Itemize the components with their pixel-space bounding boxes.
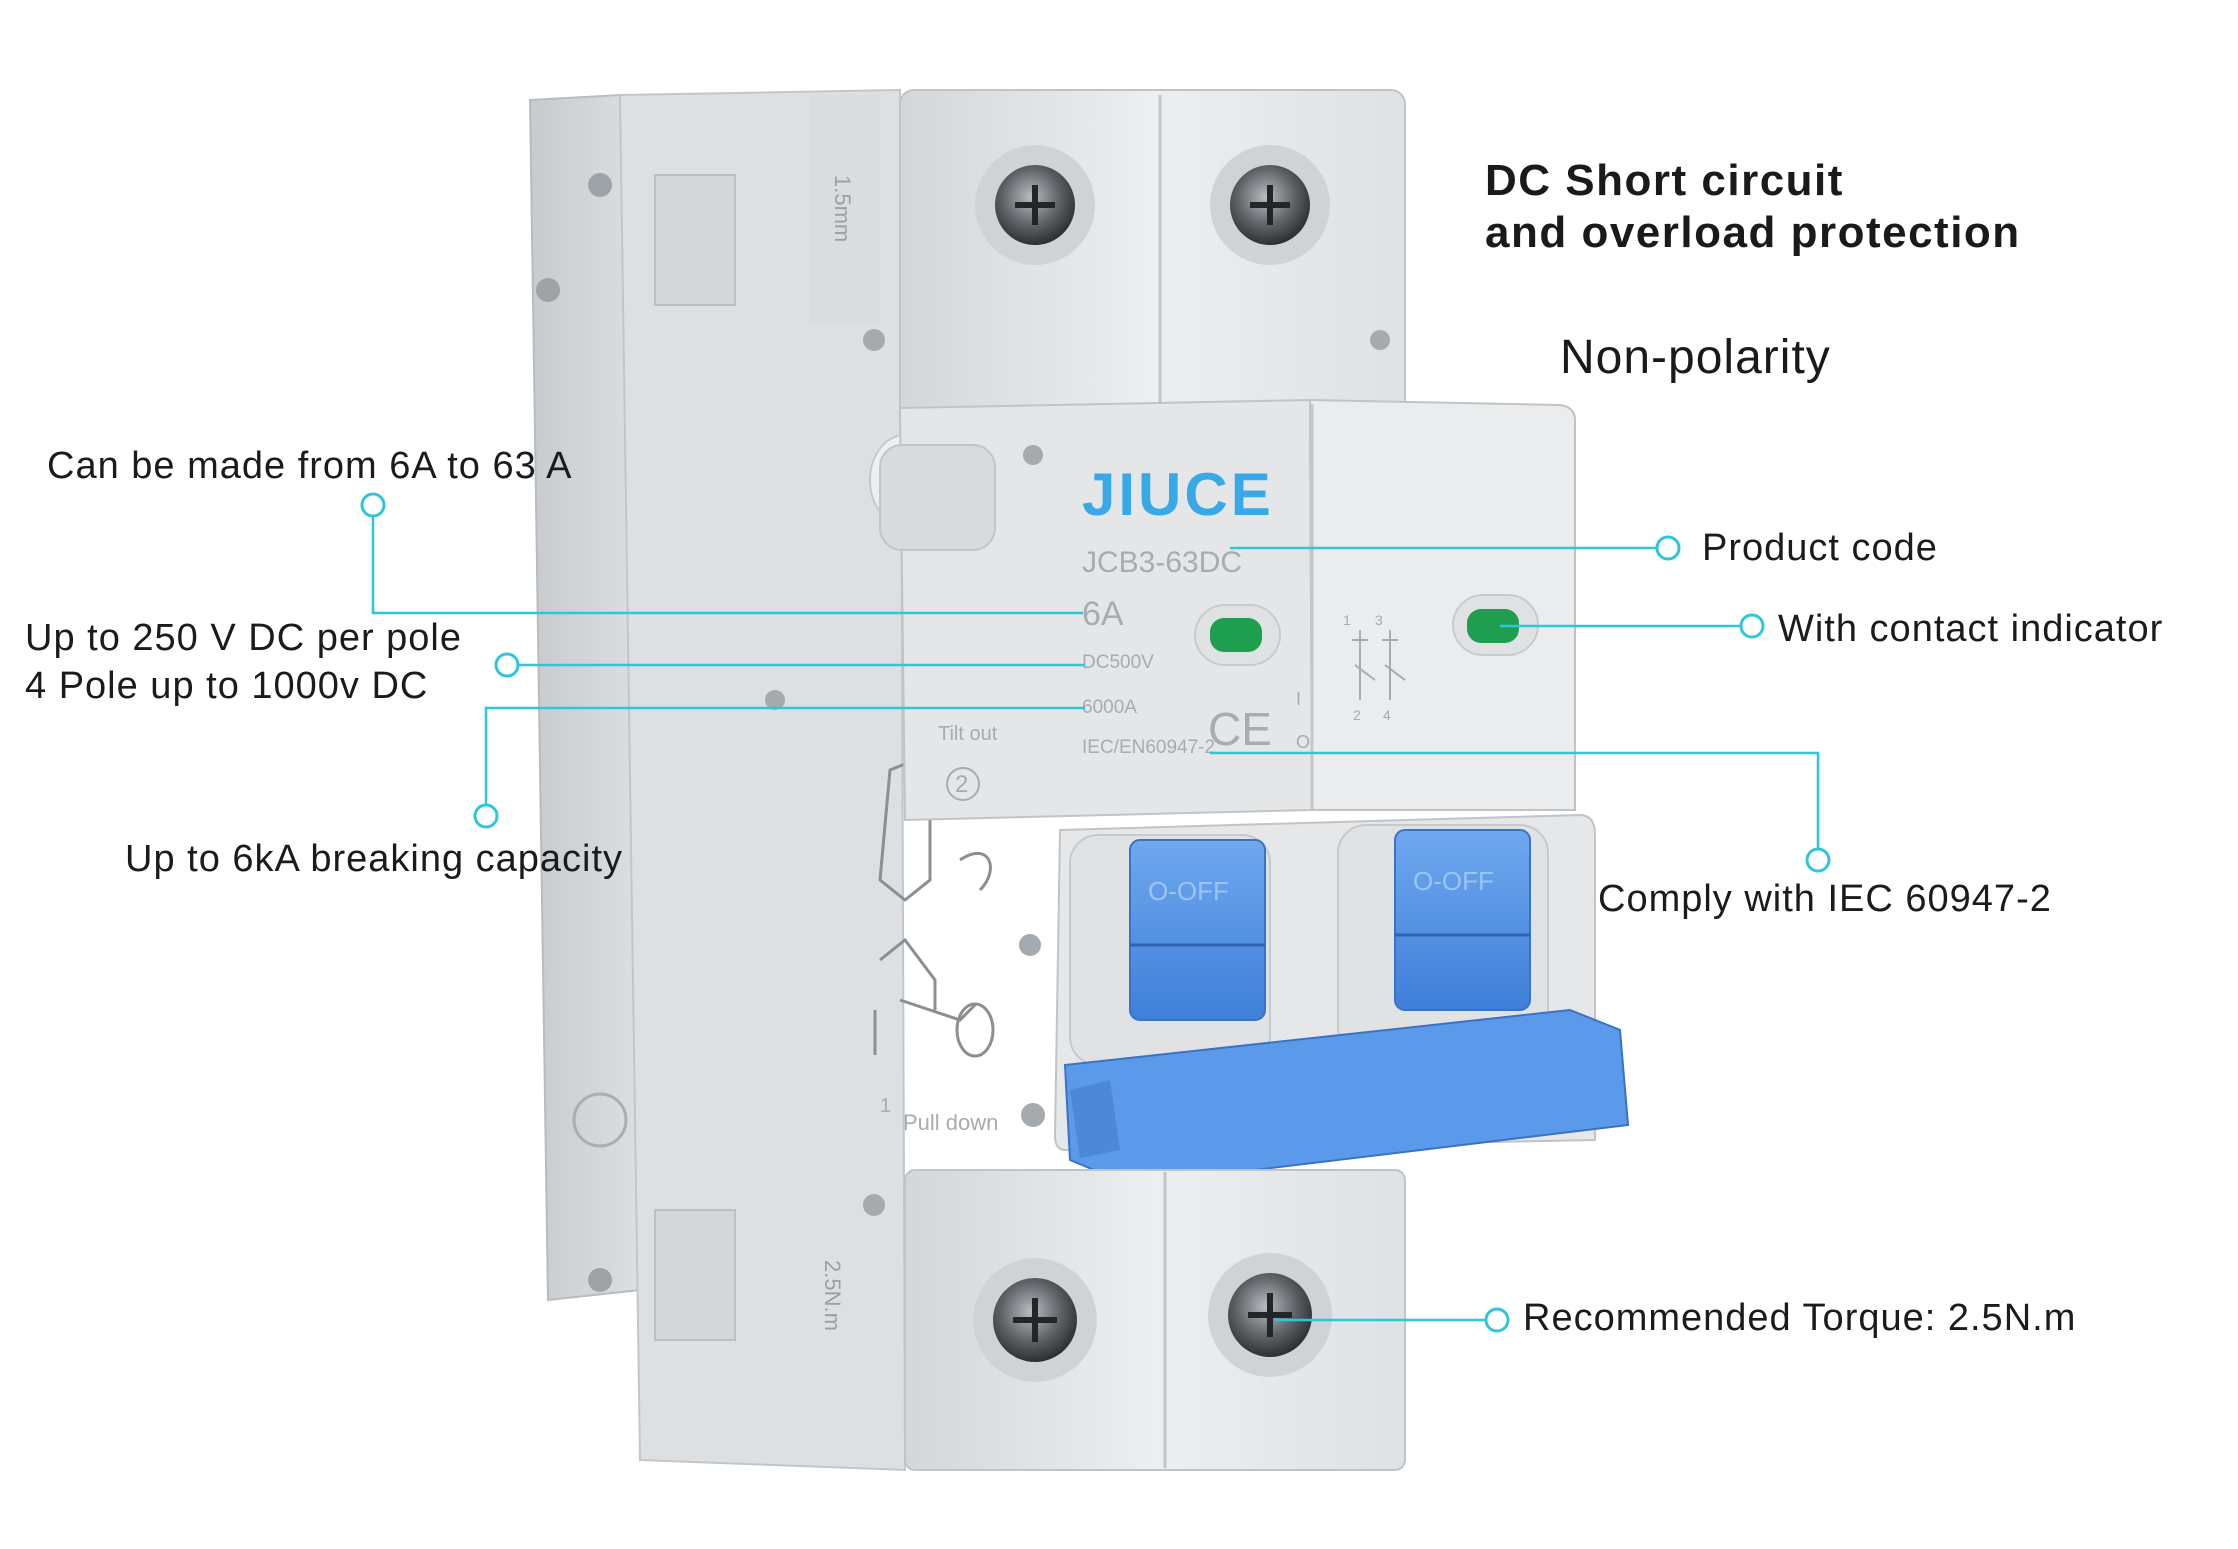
terminal-4-print: 4 bbox=[1383, 707, 1391, 723]
headline-line2: and overload protection bbox=[1485, 208, 2021, 257]
handle-tie-bar[interactable] bbox=[1063, 1008, 1630, 1187]
callout-lines bbox=[371, 505, 1820, 1322]
headline-line1: DC Short circuit bbox=[1485, 156, 1844, 205]
on-mark-print: I bbox=[1296, 689, 1301, 709]
callout-product-code: Product code bbox=[1702, 527, 1938, 569]
rating-print: 6A bbox=[1082, 595, 1124, 633]
capacity-print: 6000A bbox=[1082, 697, 1137, 718]
voltage-print: DC500V bbox=[1082, 652, 1154, 673]
callout-indicator: With contact indicator bbox=[1778, 608, 2164, 650]
toggle-left-label: O-OFF bbox=[1148, 876, 1229, 906]
brand-logo: JIUCE bbox=[1082, 461, 1274, 528]
subheadline: Non-polarity bbox=[1560, 331, 1831, 384]
indicator-led-left bbox=[1210, 618, 1262, 652]
indicator-led-right bbox=[1467, 609, 1519, 643]
terminal-3-print: 3 bbox=[1375, 612, 1383, 628]
step-two-print: 2 bbox=[955, 771, 968, 798]
standard-print: IEC/EN60947-2 bbox=[1082, 737, 1215, 758]
top-terminal-block: 1.5mm bbox=[810, 89, 1406, 421]
pull-down-print: Pull down bbox=[903, 1110, 998, 1135]
terminal-1-print: 1 bbox=[1343, 612, 1351, 628]
callout-voltage-line1: Up to 250 V DC per pole bbox=[25, 617, 463, 659]
callout-current-range: Can be made from 6A to 63 A bbox=[47, 445, 573, 487]
front-face: JIUCE JCB3-63DC 6A DC500V 6000A IEC/EN60… bbox=[879, 398, 1576, 1135]
toggle-left[interactable] bbox=[1129, 839, 1266, 1021]
callout-torque: Recommended Torque: 2.5N.m bbox=[1523, 1297, 2077, 1339]
ce-mark: CE bbox=[1208, 703, 1272, 755]
toggle-right[interactable] bbox=[1394, 829, 1531, 1011]
toggle-assembly: O-OFF O-OFF bbox=[1053, 813, 1630, 1187]
toggle-right-label: O-OFF bbox=[1413, 866, 1494, 896]
model-print: JCB3-63DC bbox=[1082, 546, 1242, 579]
callout-standard: Comply with IEC 60947-2 bbox=[1598, 878, 2052, 920]
callout-dots bbox=[360, 492, 1831, 1333]
off-mark-print: O bbox=[1296, 732, 1310, 752]
tilt-out-print: Tilt out bbox=[938, 723, 998, 745]
step-one-print: 1 bbox=[880, 1095, 891, 1117]
wiring-schematic bbox=[1352, 630, 1406, 700]
breaker-side-panel bbox=[528, 88, 995, 1472]
bottom-torque-print: 2.5N.m bbox=[820, 1260, 845, 1331]
bottom-terminal-block: 2.5N.m bbox=[820, 1169, 1406, 1471]
top-torque-print: 1.5mm bbox=[830, 175, 855, 242]
callout-breaking: Up to 6kA breaking capacity bbox=[125, 838, 624, 880]
terminal-2-print: 2 bbox=[1353, 707, 1361, 723]
headline: DC Short circuit and overload protection bbox=[1485, 155, 2021, 259]
callout-voltage-line2: 4 Pole up to 1000v DC bbox=[25, 665, 429, 707]
